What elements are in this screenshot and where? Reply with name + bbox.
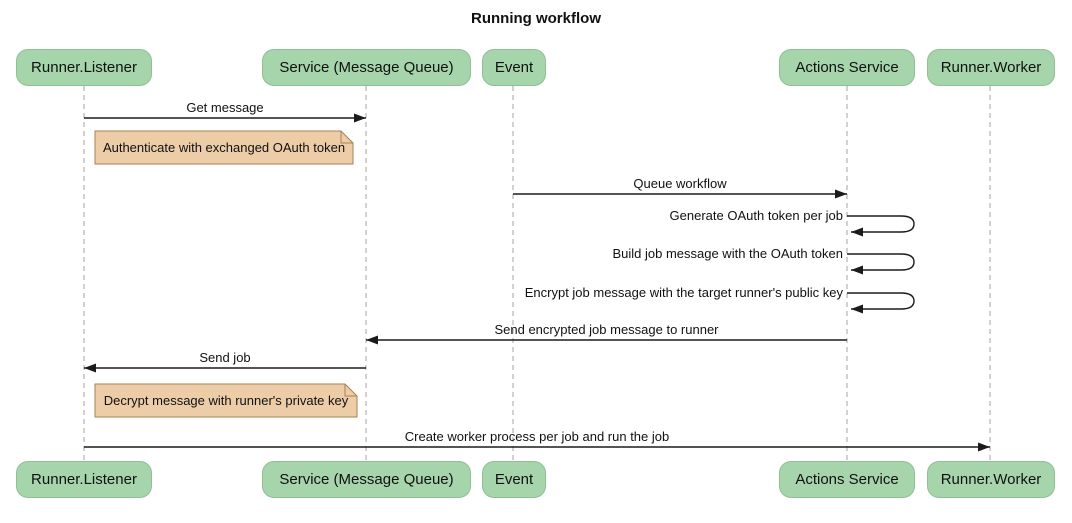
note-fold-authenticate <box>340 131 353 144</box>
participant-bottom-actions-service: Actions Service <box>779 461 915 498</box>
participant-top-runner-listener: Runner.Listener <box>16 49 152 86</box>
message-label-build-job-message: Build job message with the OAuth token <box>612 246 843 261</box>
note-shape-authenticate <box>94 130 354 165</box>
participant-label: Event <box>494 471 534 488</box>
message-label-generate-oauth-token: Generate OAuth token per job <box>669 208 843 223</box>
self-loop-build-job-message <box>847 253 915 275</box>
participant-bottom-event: Event <box>482 461 546 498</box>
participant-top-runner-worker: Runner.Worker <box>927 49 1055 86</box>
participant-label: Actions Service <box>795 471 899 488</box>
note-authenticate-oauth: Authenticate with exchanged OAuth token <box>102 140 346 155</box>
participant-label: Service (Message Queue) <box>279 59 454 76</box>
participant-bottom-runner-worker: Runner.Worker <box>927 461 1055 498</box>
participant-bottom-service-message-queue: Service (Message Queue) <box>262 461 471 498</box>
participant-label: Service (Message Queue) <box>279 471 454 488</box>
diagram-title: Running workflow <box>471 10 601 27</box>
participant-label: Runner.Listener <box>31 471 137 488</box>
participant-label: Event <box>494 59 534 76</box>
participant-bottom-runner-listener: Runner.Listener <box>16 461 152 498</box>
message-label-queue-workflow: Queue workflow <box>633 176 727 191</box>
participant-label: Runner.Worker <box>940 59 1042 76</box>
note-decrypt-private-key: Decrypt message with runner's private ke… <box>103 393 349 408</box>
participant-top-service-message-queue: Service (Message Queue) <box>262 49 471 86</box>
note-fold-decrypt <box>344 384 357 397</box>
participant-label: Actions Service <box>795 59 899 76</box>
message-label-encrypt-job-message: Encrypt job message with the target runn… <box>524 285 843 300</box>
participant-label: Runner.Listener <box>31 59 137 76</box>
participant-label: Runner.Worker <box>940 471 1042 488</box>
note-shape-decrypt <box>94 383 358 418</box>
message-label-create-worker-process: Create worker process per job and run th… <box>404 429 670 444</box>
message-label-send-encrypted-job: Send encrypted job message to runner <box>494 322 719 337</box>
self-loop-encrypt-job-message <box>847 292 915 314</box>
self-loop-generate-oauth-token <box>847 215 915 237</box>
participant-top-event: Event <box>482 49 546 86</box>
participant-top-actions-service: Actions Service <box>779 49 915 86</box>
message-label-get-message: Get message <box>186 100 264 115</box>
message-label-send-job: Send job <box>199 350 251 365</box>
